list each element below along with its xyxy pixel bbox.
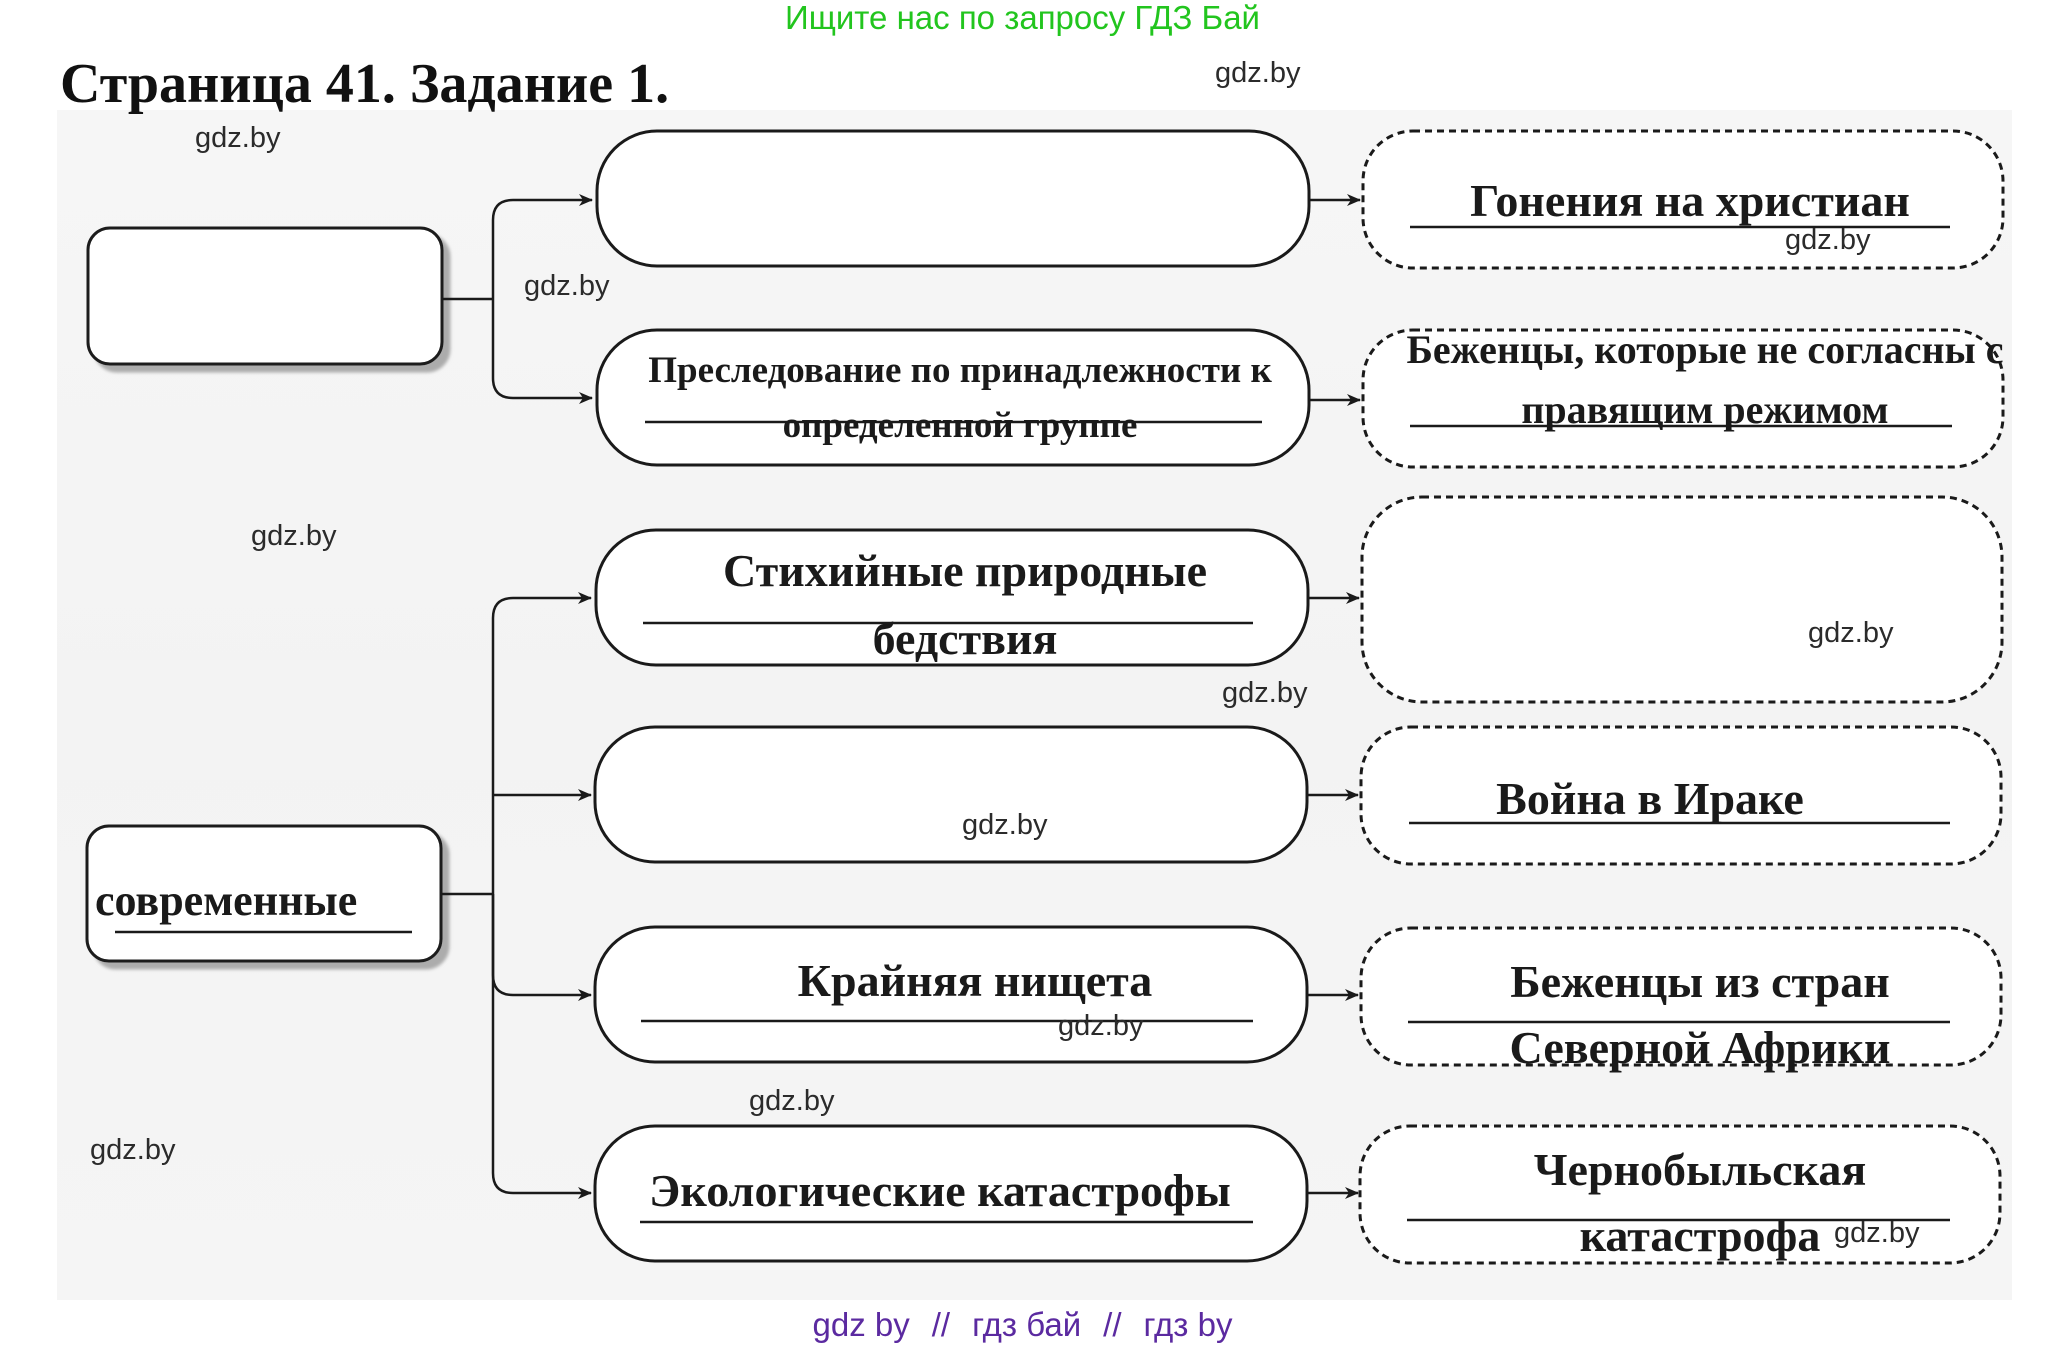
cause-label-2: Преследование по принадлежности к опреде… (648, 350, 1272, 446)
category-label-bottom: современные (95, 875, 358, 925)
footer-links: gdz by // гдз бай // гдз by (0, 1305, 2045, 1345)
watermark: gdz.by (1058, 1010, 1144, 1042)
watermark: gdz.by (90, 1134, 176, 1166)
example-label-1: Гонения на христиан (1470, 174, 1910, 226)
example-box-1 (1361, 129, 2005, 270)
cause-box-1 (595, 129, 1311, 268)
cause-boxes (593, 129, 1311, 1263)
footer-link-gdz-by[interactable]: gdz by (812, 1306, 910, 1343)
watermark: gdz.by (195, 122, 281, 154)
example-box-4 (1359, 725, 2003, 866)
watermark: gdz.by (251, 520, 337, 552)
page-title: Страница 41. Задание 1. (60, 53, 670, 115)
example-box-6 (1358, 1124, 2002, 1265)
example-label-4: Война в Ираке (1496, 772, 1804, 824)
cause-label-5: Крайняя нищета (797, 954, 1153, 1006)
search-banner: Ищите нас по запросу ГДЗ Бай (785, 0, 1260, 36)
footer-link-gdz-bai[interactable]: гдз бай (972, 1306, 1082, 1343)
cause-label-4 (630, 740, 1280, 850)
cause-label-6: Экологические катастрофы (649, 1164, 1231, 1216)
watermark: gdz.by (1222, 677, 1308, 709)
watermark: gdz.by (524, 270, 610, 302)
cause-underlines (640, 420, 1262, 1224)
footer-link-gdz-by-cyr[interactable]: гдз by (1143, 1306, 1233, 1343)
cause-label-3: Стихийные природные бедствия (722, 545, 1207, 664)
example-box-5 (1359, 926, 2003, 1067)
example-underlines (1407, 225, 1952, 1222)
footer-separator: // (1103, 1306, 1122, 1343)
example-label-6: Чернобыльская катастрофа (1533, 1143, 1867, 1261)
watermark: gdz.by (1808, 617, 1894, 649)
connectors-bottom (441, 592, 592, 1199)
cause-label-1 (630, 140, 1280, 255)
footer-separator: // (931, 1306, 951, 1343)
connectors-top (442, 194, 593, 404)
watermark: gdz.by (1215, 57, 1301, 89)
example-label-5: Беженцы из стран Северной Африки (1509, 956, 1891, 1073)
category-box-top (86, 226, 444, 366)
example-box-3 (1360, 495, 2004, 704)
watermark: gdz.by (1785, 224, 1871, 256)
cause-box-2 (595, 328, 1311, 467)
watermark: gdz.by (962, 809, 1048, 841)
example-boxes (1358, 129, 2005, 1265)
example-arrows (1307, 194, 1361, 1199)
example-label-2: Беженцы, которые не согласны с правящим … (1406, 327, 2004, 432)
watermark: gdz.by (1834, 1217, 1920, 1249)
category-label-top (100, 240, 430, 350)
example-box-2 (1361, 328, 2005, 469)
watermark: gdz.by (749, 1085, 835, 1117)
